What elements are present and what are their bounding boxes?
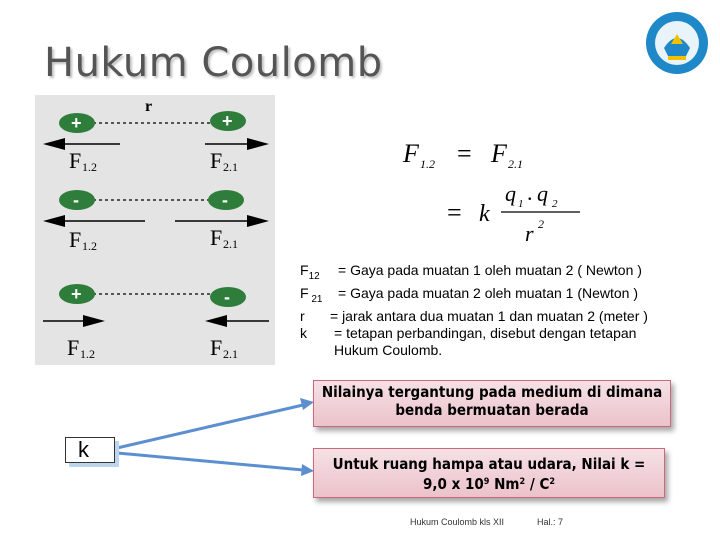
vacuum-note: Untuk ruang hampa atau udara, Nilai k = … xyxy=(313,448,665,498)
charge-left-row1 xyxy=(59,113,95,133)
svg-text:q: q xyxy=(505,181,516,206)
svg-text:-: - xyxy=(224,287,230,307)
definition-item: F12 = Gaya pada muatan 1 oleh muatan 2 (… xyxy=(300,262,642,282)
svg-text:=: = xyxy=(447,198,462,227)
svg-text:1.2: 1.2 xyxy=(80,347,95,361)
charge-left-row3 xyxy=(59,284,95,304)
svg-text:1: 1 xyxy=(518,198,524,210)
medium-note: Nilainya tergantung pada medium di diman… xyxy=(313,380,671,427)
force-arrow-right-row1 xyxy=(247,138,269,150)
charge-diagram: r + + F 1.2 F 2.1 - - F 1.2 F 2.1 + - xyxy=(35,95,275,365)
charge-right-row2 xyxy=(208,190,244,210)
svg-text:+: + xyxy=(71,113,82,133)
charge-left-row2 xyxy=(59,190,95,210)
page-number: Hal.: 7 xyxy=(537,517,564,527)
svg-text:-: - xyxy=(222,190,228,210)
force-arrow-left-row2 xyxy=(43,215,65,227)
svg-text:2: 2 xyxy=(538,217,544,231)
svg-text:q: q xyxy=(537,181,548,206)
svg-text:2.1: 2.1 xyxy=(223,347,238,361)
force-arrow-left-row1 xyxy=(43,138,65,150)
k-constant-box: k xyxy=(65,437,115,463)
definition-item: F 21 = Gaya pada muatan 2 oleh muatan 1 … xyxy=(300,284,639,305)
svg-text:+: + xyxy=(71,284,82,304)
distance-r-label: r xyxy=(145,98,152,115)
svg-text:F: F xyxy=(67,335,79,360)
force-arrow-right-row3 xyxy=(205,315,227,327)
svg-text:+: + xyxy=(222,111,233,131)
svg-text:F: F xyxy=(210,335,222,360)
svg-text:F: F xyxy=(490,139,508,168)
charge-right-row1 xyxy=(210,111,246,131)
charge-right-row3 xyxy=(210,287,246,307)
svg-text:F: F xyxy=(210,148,222,173)
slide-title: Hukum Coulomb xyxy=(44,40,383,86)
svg-text:k: k xyxy=(479,201,490,227)
definition-item: k = tetapan perbandingan, disebut dengan… xyxy=(300,324,637,358)
force-arrow-right-row2 xyxy=(247,215,269,227)
svg-text:=: = xyxy=(457,139,472,168)
svg-text:2.1: 2.1 xyxy=(508,157,523,171)
coulomb-formula: F 1.2 = F 2.1 = k q 1 . q 2 r 2 xyxy=(402,139,580,246)
tut-wuri-handayani-logo xyxy=(646,12,708,74)
definitions-list: F12 = Gaya pada muatan 1 oleh muatan 2 (… xyxy=(300,262,710,359)
svg-text:r: r xyxy=(525,221,534,246)
svg-text:F: F xyxy=(210,225,222,250)
svg-text:.: . xyxy=(527,180,533,205)
svg-text:1.2: 1.2 xyxy=(82,239,97,253)
svg-text:1.2: 1.2 xyxy=(420,157,435,171)
svg-text:2.1: 2.1 xyxy=(223,237,238,251)
definition-item: r = jarak antara dua muatan 1 dan muatan… xyxy=(300,307,648,324)
svg-text:F: F xyxy=(402,139,420,168)
footer-title: Hukum Coulomb kls XII xyxy=(410,517,505,527)
svg-text:2.1: 2.1 xyxy=(223,160,238,174)
svg-text:F: F xyxy=(69,227,81,252)
svg-text:F: F xyxy=(69,148,81,173)
force-arrow-left-row3 xyxy=(83,315,105,327)
svg-text:-: - xyxy=(73,190,79,210)
svg-text:2: 2 xyxy=(552,198,558,210)
svg-text:1.2: 1.2 xyxy=(82,160,97,174)
